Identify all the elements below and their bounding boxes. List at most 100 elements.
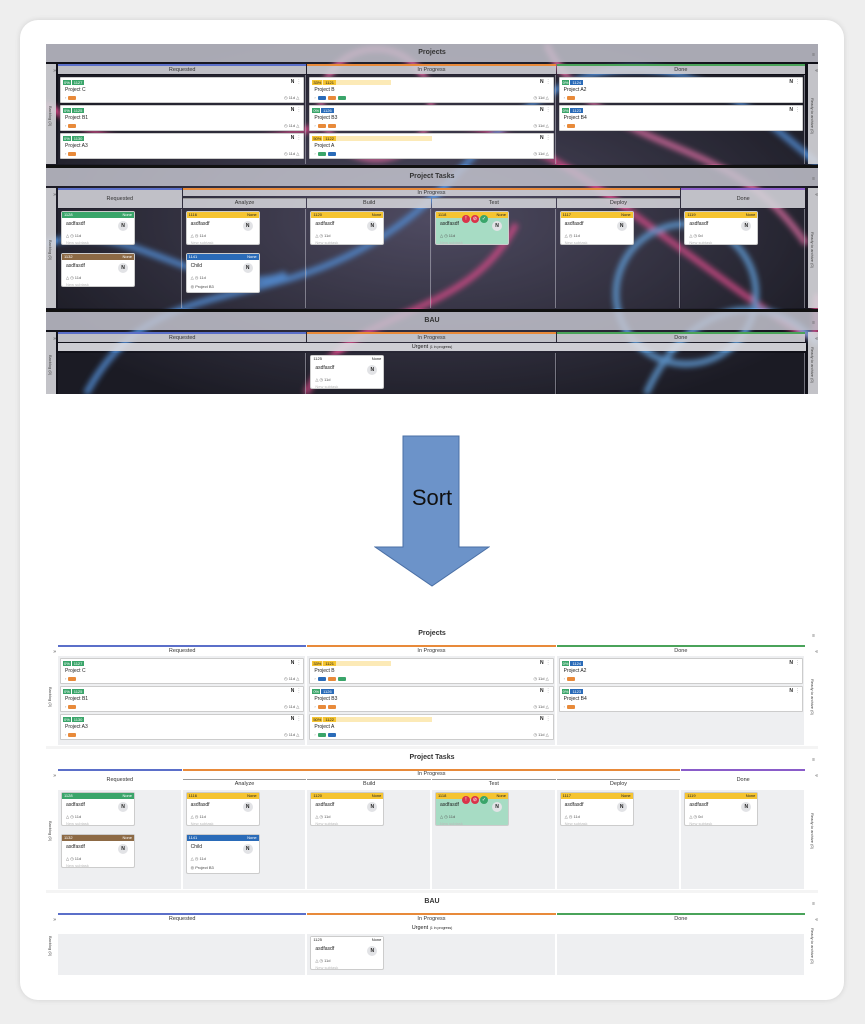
card-title[interactable]: Project A3 xyxy=(65,143,88,149)
menu-icon[interactable]: ⋮ xyxy=(545,79,551,85)
backlog-rail[interactable]: »Backlog (0) xyxy=(46,332,56,394)
column-header-in-progress[interactable]: In Progress xyxy=(307,64,556,74)
column-header-done[interactable]: Done xyxy=(681,769,805,789)
archive-rail[interactable]: «Ready to archive (0) xyxy=(808,645,818,745)
task-title[interactable]: asdfasdf xyxy=(440,802,459,808)
new-subtask-hint[interactable]: New subtask xyxy=(440,821,463,826)
chevron-right-icon[interactable]: › xyxy=(65,95,67,100)
block-action-icon[interactable]: ⊘ xyxy=(471,215,479,223)
column-header-test[interactable]: Test xyxy=(432,779,556,789)
card-id[interactable]: 1124 xyxy=(570,661,584,666)
urgent-swimlane-header[interactable]: Urgent (1 in progress) xyxy=(58,343,806,351)
owner-avatar[interactable]: N xyxy=(540,660,544,666)
menu-icon[interactable]: ⋮ xyxy=(545,716,551,722)
assignee-avatar[interactable]: N xyxy=(367,365,378,375)
tag-chip[interactable] xyxy=(317,95,326,100)
tag-chip[interactable] xyxy=(567,676,575,681)
owner-avatar[interactable]: N xyxy=(290,716,295,722)
urgent-swimlane-header[interactable]: Urgent (1 in progress) xyxy=(58,924,806,932)
card-title[interactable]: Project C xyxy=(65,668,86,674)
priority-label[interactable]: None xyxy=(496,212,506,217)
new-subtask-hint[interactable]: New subtask xyxy=(564,240,588,245)
priority-label[interactable]: None xyxy=(247,835,257,840)
owner-avatar[interactable]: N xyxy=(290,79,295,85)
archive-rail[interactable]: «Ready to archive (0) xyxy=(808,64,818,164)
chevron-right-icon[interactable]: › xyxy=(563,123,565,128)
new-subtask-hint[interactable]: New subtask xyxy=(315,965,339,970)
card-title[interactable]: Project B1 xyxy=(65,115,89,121)
tag-chip[interactable] xyxy=(68,151,77,156)
chevron-right-icon[interactable]: › xyxy=(314,676,316,681)
collapse-icon[interactable]: ≡ xyxy=(812,901,815,907)
owner-avatar[interactable]: N xyxy=(290,660,295,666)
owner-avatar[interactable]: N xyxy=(540,688,544,694)
assignee-avatar[interactable]: N xyxy=(741,802,752,812)
card-title[interactable]: Project A xyxy=(314,724,335,730)
column-header-requested[interactable]: Requested xyxy=(58,769,182,789)
in-progress-group-header[interactable]: In Progress xyxy=(182,188,681,196)
tag-chip[interactable] xyxy=(68,732,77,737)
tag-chip[interactable] xyxy=(317,151,326,156)
column-header-done[interactable]: Done xyxy=(556,645,805,655)
tag-chip[interactable] xyxy=(327,676,336,681)
task-id[interactable]: 1132 xyxy=(64,835,73,840)
chevron-right-icon[interactable]: › xyxy=(563,676,565,681)
chevron-right-icon[interactable]: › xyxy=(65,676,67,681)
column-header-done[interactable]: Done xyxy=(681,188,805,208)
tag-chip[interactable] xyxy=(317,704,326,709)
column-header-deploy[interactable]: Deploy xyxy=(556,198,681,208)
task-id[interactable]: 1125 xyxy=(313,356,322,361)
column-header-requested[interactable]: Requested xyxy=(58,913,307,923)
card-id[interactable]: 1126 xyxy=(321,108,334,113)
chevron-right-icon[interactable]: › xyxy=(314,95,316,100)
alert-action-icon[interactable]: ! xyxy=(462,215,470,223)
priority-label[interactable]: None xyxy=(745,212,756,217)
task-title[interactable]: asdfasdf xyxy=(315,946,335,952)
collapse-icon[interactable]: ≡ xyxy=(812,757,815,763)
card-id[interactable]: 1127 xyxy=(71,80,85,85)
tag-chip[interactable] xyxy=(317,123,326,128)
menu-icon[interactable]: ⋮ xyxy=(296,135,302,141)
chevron-right-icon[interactable]: › xyxy=(314,732,316,737)
column-header-in-progress[interactable]: In Progress xyxy=(307,913,556,923)
card-title[interactable]: Project C xyxy=(65,87,86,93)
task-id[interactable]: 1116 xyxy=(188,793,197,798)
new-subtask-hint[interactable]: New subtask xyxy=(315,384,339,389)
priority-label[interactable]: None xyxy=(371,212,382,217)
new-subtask-hint[interactable]: New subtask xyxy=(689,240,713,245)
priority-label[interactable]: None xyxy=(496,793,506,798)
tag-chip[interactable] xyxy=(68,704,77,709)
priority-label[interactable]: None xyxy=(621,793,631,798)
new-subtask-hint[interactable]: New subtask xyxy=(190,240,214,245)
card-title[interactable]: Project A2 xyxy=(563,87,587,93)
assignee-avatar[interactable]: N xyxy=(741,221,752,231)
owner-avatar[interactable]: N xyxy=(540,79,544,85)
priority-label[interactable]: None xyxy=(122,254,132,259)
task-title[interactable]: asdfasdf xyxy=(190,802,210,808)
task-title[interactable]: asdfasdf xyxy=(315,802,335,808)
task-title[interactable]: Child xyxy=(190,844,203,850)
owner-avatar[interactable]: N xyxy=(290,135,295,141)
task-id[interactable]: 1120 xyxy=(313,212,322,217)
column-header-requested[interactable]: Requested xyxy=(58,332,307,342)
priority-label[interactable]: None xyxy=(247,254,257,259)
owner-avatar[interactable]: N xyxy=(540,716,544,722)
task-id[interactable]: 1117 xyxy=(562,212,571,217)
card-title[interactable]: Project A2 xyxy=(563,668,587,674)
card-id[interactable]: 1130 xyxy=(71,136,85,141)
menu-icon[interactable]: ⋮ xyxy=(296,716,302,722)
assignee-avatar[interactable]: N xyxy=(118,221,128,231)
